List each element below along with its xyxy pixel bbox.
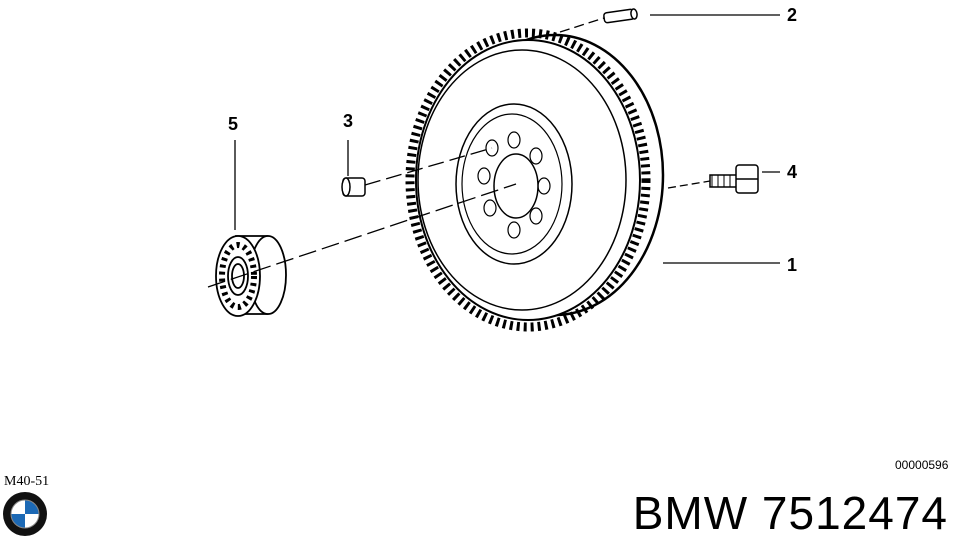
center-lines bbox=[207, 17, 711, 288]
flywheel bbox=[405, 28, 665, 332]
part-title: BMW 7512474 bbox=[632, 487, 948, 539]
flywheel-bolt bbox=[709, 164, 759, 194]
sleeve bbox=[341, 177, 366, 197]
model-code: M40-51 bbox=[4, 474, 50, 489]
callout-2: 2 bbox=[787, 5, 797, 25]
ball-bearing bbox=[215, 235, 287, 317]
bmw-logo bbox=[3, 492, 47, 536]
callout-4: 4 bbox=[787, 162, 797, 182]
callout-1: 1 bbox=[787, 255, 797, 275]
leader-lines bbox=[234, 14, 780, 264]
diagram-code: 00000596 bbox=[895, 458, 949, 472]
callout-5: 5 bbox=[228, 114, 238, 134]
callout-3: 3 bbox=[343, 111, 353, 131]
dowel-pin bbox=[603, 8, 638, 24]
